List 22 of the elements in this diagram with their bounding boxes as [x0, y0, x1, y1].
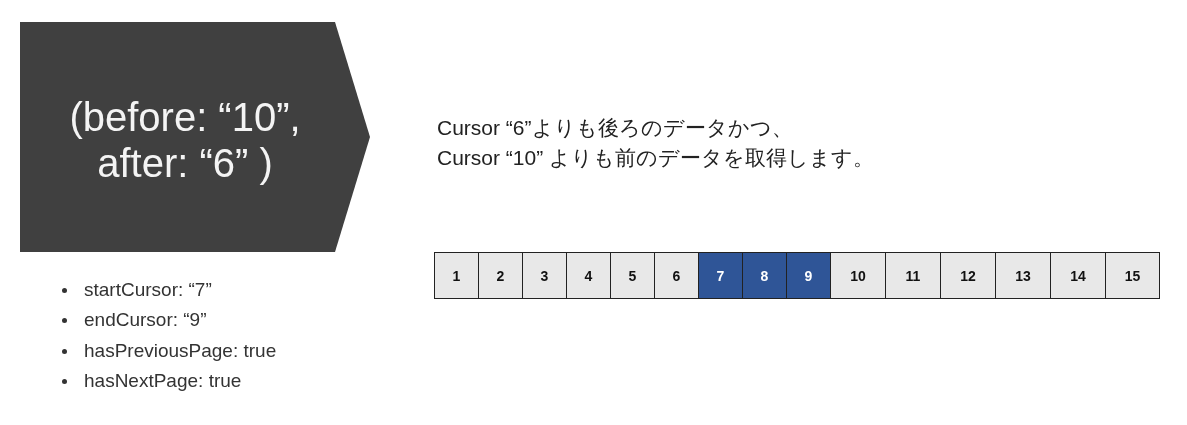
record-cell: 9 — [786, 252, 831, 299]
record-cell: 15 — [1105, 252, 1160, 299]
property-text: endCursor: “9” — [84, 308, 207, 332]
record-cell: 11 — [885, 252, 941, 299]
record-cell: 7 — [698, 252, 743, 299]
description-text: Cursor “6”よりも後ろのデータかつ、Cursor “10” よりも前のデータを取得します。 — [437, 115, 876, 171]
record-cell: 5 — [610, 252, 655, 299]
record-cell: 14 — [1050, 252, 1106, 299]
record-cell: 12 — [940, 252, 996, 299]
record-cell: 4 — [566, 252, 611, 299]
pentagon-arrow — [20, 22, 370, 252]
record-cell: 13 — [995, 252, 1051, 299]
record-cell: 6 — [654, 252, 699, 299]
property-text: hasPreviousPage: true — [84, 339, 277, 363]
record-cell: 2 — [478, 252, 523, 299]
record-cell: 3 — [522, 252, 567, 299]
property-text: startCursor: “7” — [84, 278, 212, 302]
record-cell: 8 — [742, 252, 787, 299]
query-text: (before: “10”, after: “6” ) — [69, 94, 301, 186]
record-cell: 1 — [434, 252, 479, 299]
property-text: hasNextPage: true — [84, 369, 242, 393]
record-cell: 10 — [830, 252, 886, 299]
